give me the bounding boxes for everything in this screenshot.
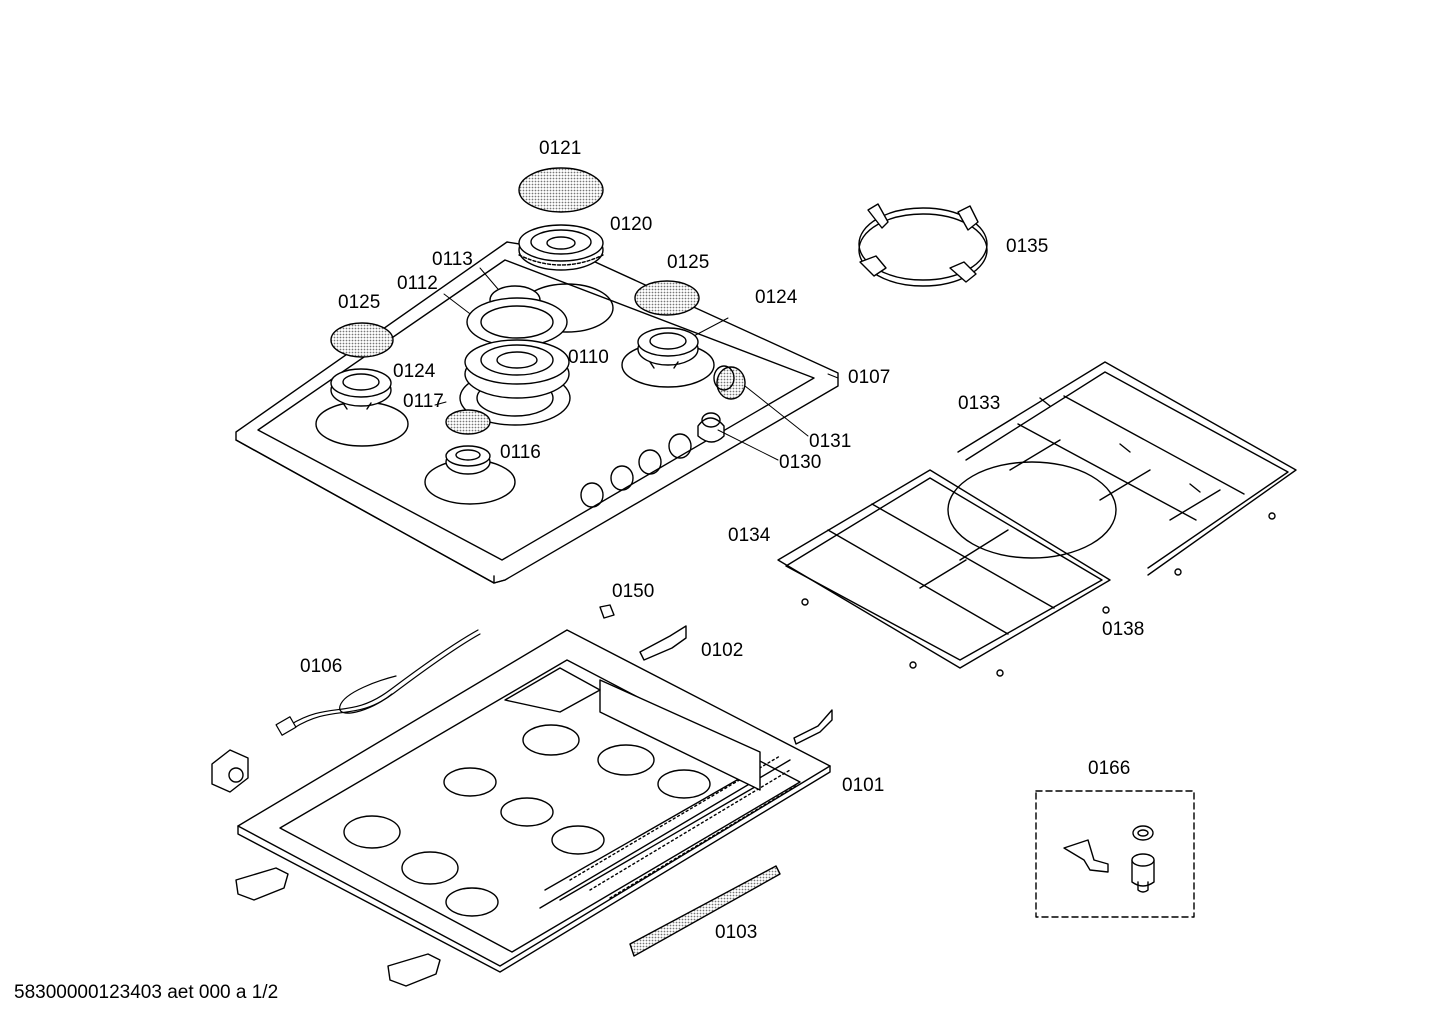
clip-front-left	[235, 867, 289, 901]
label-0121: 0121	[539, 138, 582, 159]
label-0117: 0117	[403, 391, 444, 412]
wok-ring-0135	[858, 203, 988, 287]
bracket-0102	[639, 625, 687, 661]
burner-cap-0117	[445, 409, 491, 435]
label-0113: 0113	[432, 249, 473, 270]
ring-0112	[466, 297, 568, 347]
label-0120: 0120	[610, 214, 653, 235]
label-0112: 0112	[397, 273, 438, 294]
kit-bracket	[1063, 839, 1109, 873]
label-0103: 0103	[715, 922, 758, 943]
label-0138: 0138	[1102, 619, 1145, 640]
pan-support-left-0134	[777, 461, 1117, 669]
label-0102: 0102	[701, 640, 744, 661]
kit-nozzle	[1131, 853, 1155, 893]
label-0133: 0133	[958, 393, 1001, 414]
label-0124-right: 0124	[755, 287, 798, 308]
part-0150	[599, 604, 615, 619]
label-0125-left: 0125	[338, 292, 381, 313]
label-0124-left: 0124	[393, 361, 436, 382]
kit-box-0166	[1035, 790, 1195, 918]
bottom-tray-0101	[237, 629, 831, 973]
label-0125-right: 0125	[667, 252, 710, 273]
label-0135: 0135	[1006, 236, 1049, 257]
knob-0107	[713, 365, 746, 400]
burner-0124-left	[330, 368, 392, 410]
burner-cap-0121	[518, 167, 604, 213]
burner-0116	[445, 445, 491, 475]
burner-cap-0125-left	[330, 322, 394, 358]
valve-left	[211, 749, 249, 793]
bracket-right	[793, 709, 833, 745]
cable-0106	[275, 629, 481, 736]
label-0110: 0110	[568, 347, 609, 368]
kit-washer	[1132, 825, 1154, 841]
wok-burner-0110	[464, 339, 570, 399]
document-footer-code: 58300000123403 aet 000 a 1/2	[14, 982, 279, 1003]
label-0166: 0166	[1088, 758, 1131, 779]
label-0150: 0150	[612, 581, 655, 602]
label-0106: 0106	[300, 656, 343, 677]
label-0107: 0107	[848, 367, 891, 388]
label-0131: 0131	[809, 431, 852, 452]
pan-support-right-0133	[957, 361, 1297, 576]
label-0134: 0134	[728, 525, 771, 546]
clip-front-middle	[387, 953, 441, 987]
burner-0124-right	[637, 327, 699, 369]
rubber-feet-0138	[801, 512, 1276, 677]
burner-cap-0125-right	[634, 280, 700, 316]
label-0130: 0130	[779, 452, 822, 473]
burner-0120	[518, 224, 604, 271]
label-0101: 0101	[842, 775, 885, 796]
label-0116: 0116	[500, 442, 541, 463]
strip-0103	[629, 865, 781, 957]
